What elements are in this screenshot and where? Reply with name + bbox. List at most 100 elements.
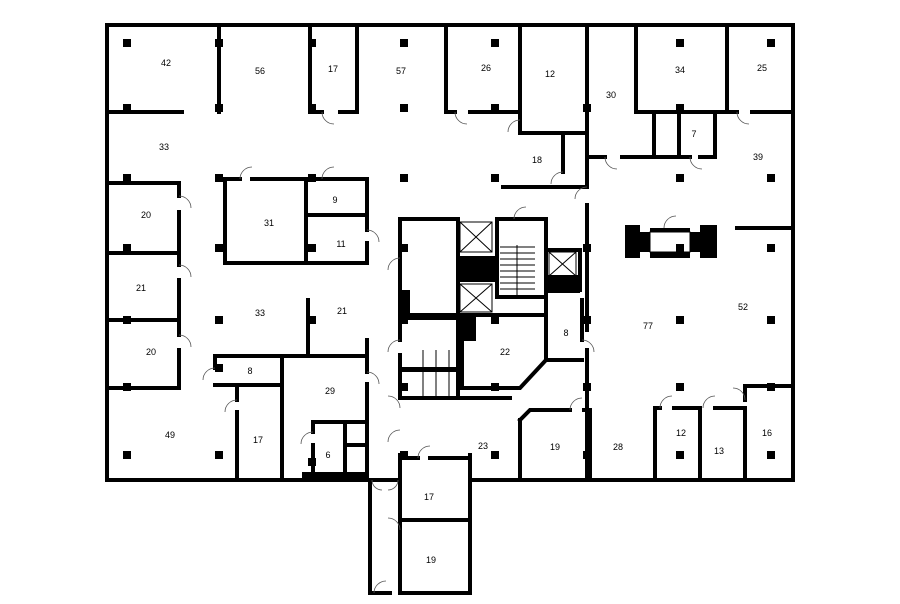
column (676, 104, 684, 112)
room-label: 57 (396, 66, 406, 76)
column (583, 383, 591, 391)
room-label: 8 (563, 328, 568, 338)
walls (105, 23, 795, 595)
door-swing (387, 339, 401, 353)
door-swing (178, 334, 192, 348)
room-label: 8 (247, 366, 252, 376)
door-swing (569, 397, 583, 411)
door-swing (513, 206, 527, 220)
door-swing (387, 395, 401, 409)
column (123, 383, 131, 391)
room-label: 12 (545, 69, 555, 79)
column (123, 104, 131, 112)
column (123, 174, 131, 182)
door-swing (581, 339, 595, 353)
door-swing (366, 371, 380, 385)
column (308, 39, 316, 47)
column (491, 451, 499, 459)
core-fills (302, 225, 717, 480)
column (215, 174, 223, 182)
door-swing (321, 111, 335, 125)
room-label: 25 (757, 63, 767, 73)
column (400, 316, 408, 324)
column (676, 383, 684, 391)
room-label: 34 (675, 65, 685, 75)
column (767, 174, 775, 182)
column (308, 174, 316, 182)
room-label: 7 (691, 129, 696, 139)
column (215, 244, 223, 252)
room-label: 49 (165, 430, 175, 440)
room-label: 19 (550, 442, 560, 452)
room-label: 18 (532, 155, 542, 165)
door-swing (736, 111, 750, 125)
column (491, 383, 499, 391)
door-swing (178, 195, 192, 209)
column (491, 39, 499, 47)
door-swing (689, 156, 703, 170)
column (308, 458, 316, 466)
door-swing (202, 367, 216, 381)
door-swing (300, 431, 314, 445)
room-labels: 42 56 17 57 26 12 30 34 25 7 33 18 39 9 … (136, 58, 772, 565)
door-swing (663, 215, 677, 229)
column (583, 104, 591, 112)
door-swing (387, 257, 401, 271)
room-label: 17 (253, 435, 263, 445)
column (583, 244, 591, 252)
column (491, 104, 499, 112)
column (400, 174, 408, 182)
column (215, 104, 223, 112)
room-label: 52 (738, 302, 748, 312)
column (676, 174, 684, 182)
room-label: 28 (613, 442, 623, 452)
room-label: 20 (146, 347, 156, 357)
column (767, 451, 775, 459)
door-swing (321, 166, 335, 180)
room-label: 17 (424, 492, 434, 502)
door-swing (371, 479, 383, 491)
room-label: 29 (325, 386, 335, 396)
room-label: 9 (332, 195, 337, 205)
column (123, 316, 131, 324)
column (215, 364, 223, 372)
door-swing (507, 119, 521, 133)
door-swing (732, 387, 746, 401)
column (123, 244, 131, 252)
column (215, 451, 223, 459)
column (400, 244, 408, 252)
column (491, 174, 499, 182)
column (400, 39, 408, 47)
door-swing (659, 395, 673, 409)
column (308, 316, 316, 324)
column (400, 451, 408, 459)
room-label: 11 (336, 239, 345, 249)
room-label: 56 (255, 66, 265, 76)
column (123, 39, 131, 47)
column (400, 383, 408, 391)
columns (123, 39, 775, 466)
room-label: 21 (136, 283, 146, 293)
door-swing (224, 399, 238, 413)
doors (178, 111, 750, 594)
column (676, 244, 684, 252)
door-swing (178, 264, 192, 278)
door-swing (387, 479, 399, 491)
room-label: 20 (141, 210, 151, 220)
room-label: 42 (161, 58, 171, 68)
door-swing (366, 229, 380, 243)
column (491, 316, 499, 324)
column (767, 383, 775, 391)
room-label: 13 (714, 446, 724, 456)
door-swing (574, 186, 588, 200)
column (767, 244, 775, 252)
room-label: 31 (264, 218, 274, 228)
column (400, 104, 408, 112)
room-label: 17 (328, 64, 338, 74)
room-label: 22 (500, 347, 510, 357)
door-swing (550, 171, 564, 185)
door-swing (454, 111, 468, 125)
room-label: 26 (481, 63, 491, 73)
column (583, 451, 591, 459)
